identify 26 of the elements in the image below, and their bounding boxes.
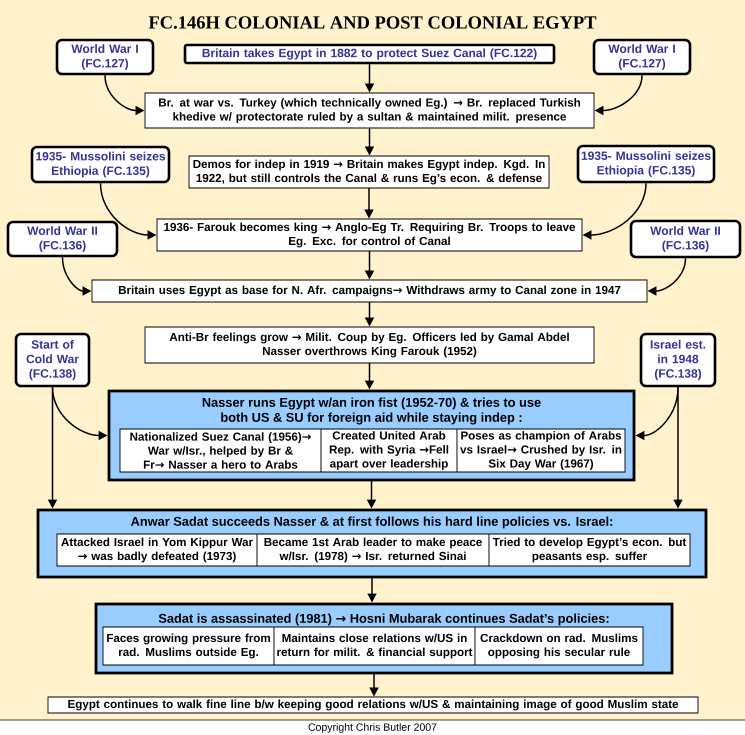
event-box: Became 1st Arab leader to make peace w/Isr. (1978) → Isr. returned Sinai [256, 534, 490, 566]
event-box: Demos for indep in 1919 → Britain makes Egypt indep. Kgd. In 1922, but still controls the Canal & runs Eg’s econ. & defense [188, 156, 550, 188]
event-box: Britain uses Egypt as base for N. Afr. campaigns→ Withdraws army to Canal zone in 1947 [92, 280, 648, 302]
copyright-text: Copyright Chris Butler 2007 [308, 723, 436, 733]
event-box: Egypt continues to walk fine line b/w keeping good relations w/US & maintaining image of good Muslim state [48, 696, 698, 714]
event-box: Tried to develop Egypt’s econ. but peasants esp. suffer [488, 534, 690, 566]
event-box: Poses as champion of Arabs vs Israel→ Crushed by Isr. in Six Day War (1967) [456, 428, 626, 472]
reference-box: World War I (FC.127) [56, 38, 154, 76]
reference-box: 1935- Mussolini seizes Ethiopia (FC.135) [576, 144, 716, 184]
event-box: Nationalized Suez Canal (1956)→ War w/Isr., helped by Br & Fr→ Nasser a hero to Arabs [120, 428, 322, 472]
reference-box: Start of Cold War (FC.138) [14, 332, 90, 388]
event-box: 1936- Farouk becomes king → Anglo-Eg Tr. Requiring Br. Troops to leave Eg. Exc. for control of Canal [156, 218, 582, 252]
reference-box: 1935- Mussolini seizes Ethiopia (FC.135) [30, 146, 170, 184]
reference-box: Britain takes Egypt in 1882 to protect Suez Canal (FC.122) [184, 44, 556, 64]
title: FC.146H COLONIAL AND POST COLONIAL EGYPT [148, 16, 596, 29]
event-box: Maintains close relations w/US in return for milit. & financial support [274, 626, 476, 666]
event-box: Attacked Israel in Yom Kippur War → was badly defeated (1973) [56, 534, 258, 566]
event-box: Crackdown on rad. Muslims opposing his secular rule [474, 626, 644, 666]
reference-box: Israel est. in 1948 (FC.138) [640, 332, 716, 388]
event-box: Faces growing pressure from rad. Muslims outside Eg. [102, 626, 274, 666]
event-box: Br. at war vs. Turkey (which technically owned Eg.) → Br. replaced Turkish khedive w/ protectorate ruled by a sultan & maintained milit. presence [144, 92, 594, 128]
reference-box: World War II (FC.136) [6, 220, 118, 258]
reference-box: World War II (FC.136) [630, 220, 742, 258]
event-box: Created United Arab Rep. with Syria →Fell apart over leadership [320, 428, 458, 472]
reference-box: World War I (FC.127) [592, 38, 692, 76]
event-box: Anti-Br feelings grow → Milit. Coup by Eg. Officers led by Gamal Abdel Nasser overthrows King Farouk (1952) [144, 326, 594, 364]
